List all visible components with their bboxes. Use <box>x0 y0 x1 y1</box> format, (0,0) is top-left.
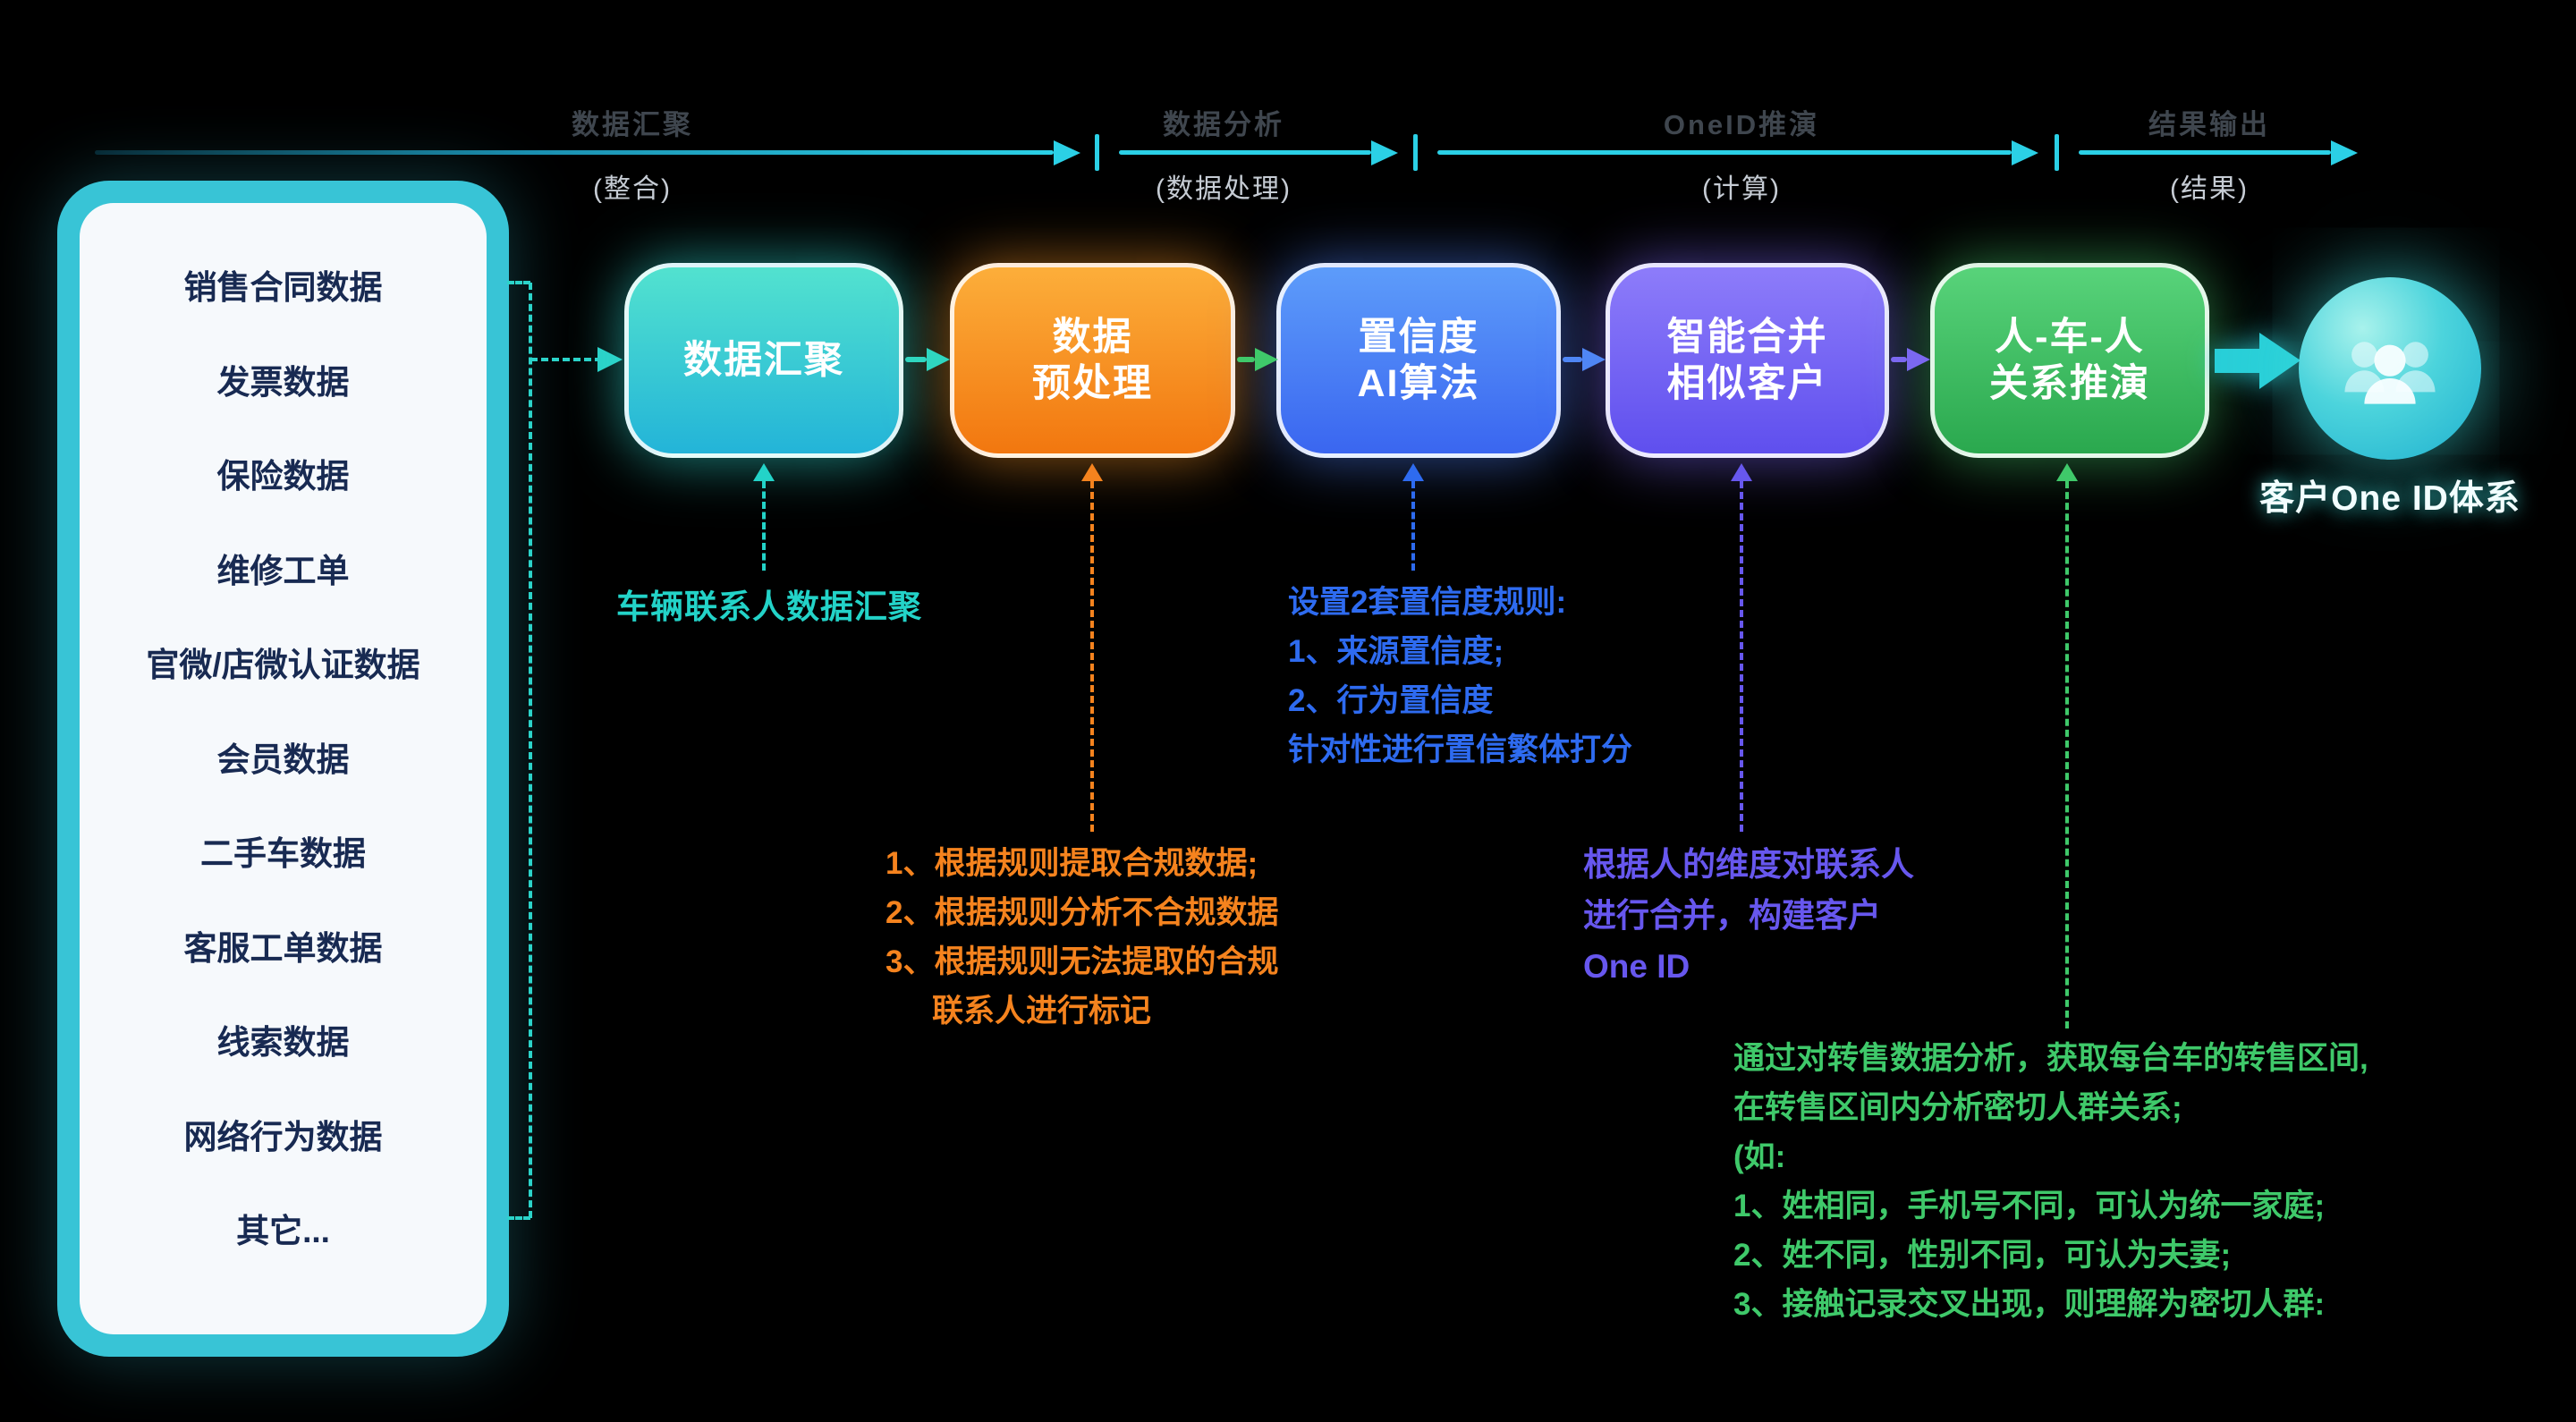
note-merge: 根据人的维度对联系人 进行合并，构建客户 One ID <box>1583 839 1914 992</box>
note-line: 1、姓相同，手机号不同，可认为统一家庭; <box>1733 1189 2326 1223</box>
phase-divider-2 <box>1413 134 1418 171</box>
source-item-repair-order: 维修工单 <box>216 552 350 589</box>
note-line: 2、行为置信度 <box>1288 683 1494 718</box>
note-line: One ID <box>1583 948 1690 985</box>
note-line: 针对性进行置信繁体打分 <box>1288 732 1633 767</box>
note-line: 根据人的维度对联系人 <box>1583 846 1914 883</box>
link-1-arrowhead-icon <box>927 348 950 371</box>
output-arrow-icon <box>2215 333 2301 389</box>
note-line: 进行合并，构建客户 <box>1583 897 1881 934</box>
connector-aggregate-arrowhead-icon <box>753 463 775 481</box>
source-item-service-ticket: 客服工单数据 <box>183 929 383 967</box>
phase-arrow-line-1 <box>95 150 1054 155</box>
note-preprocess: 1、根据规则提取合规数据; 2、根据规则分析不合规数据 3、根据规则无法提取的合… <box>886 839 1278 1036</box>
phase-arrowhead-1-icon <box>1054 140 1080 165</box>
connector-relation-arrowhead-icon <box>2056 463 2078 481</box>
phase-arrowhead-4-icon <box>2331 140 2358 165</box>
link-1-line <box>905 357 927 362</box>
bracket-bottom-stub <box>507 1216 530 1220</box>
link-2-arrowhead-icon <box>1255 348 1278 371</box>
note-line: 1、来源置信度; <box>1288 634 1504 669</box>
bracket-arrowhead-icon <box>597 347 623 372</box>
flow-node-merge-customers: 智能合并 相似客户 <box>1606 263 1889 458</box>
oneid-avatar <box>2299 277 2481 460</box>
note-line: 在转售区间内分析密切人群关系; <box>1733 1090 2182 1125</box>
phase-divider-1 <box>1095 134 1099 171</box>
phase-arrowhead-2-icon <box>1371 140 1398 165</box>
phase-arrow-line-3 <box>1437 150 2012 155</box>
source-item-web-behavior: 网络行为数据 <box>183 1118 383 1155</box>
phase-sublabel-analysis: (数据处理) <box>1156 174 1292 204</box>
link-3-line <box>1563 357 1582 362</box>
note-line: 3、根据规则无法提取的合规 <box>886 944 1279 979</box>
note-line: (如: <box>1733 1139 1786 1174</box>
flow-node-confidence-ai: 置信度 AI算法 <box>1276 263 1561 458</box>
source-data-list: 销售合同数据 发票数据 保险数据 维修工单 官微/店微认证数据 会员数据 二手车… <box>80 203 487 1334</box>
phase-arrowhead-3-icon <box>2012 140 2038 165</box>
source-item-sales-contract: 销售合同数据 <box>183 269 383 306</box>
link-2-line <box>1237 357 1255 362</box>
connector-preprocess-arrowhead-icon <box>1081 463 1103 481</box>
node-label-line2: 关系推演 <box>1989 362 2150 405</box>
note-line: 1、根据规则提取合规数据; <box>886 846 1258 881</box>
node-label-line1: 数据 <box>1052 315 1133 359</box>
source-item-leads: 线索数据 <box>216 1024 350 1061</box>
phase-label-aggregate: 数据汇聚 <box>572 109 693 140</box>
note-line: 2、姓不同，性别不同，可认为夫妻; <box>1733 1238 2232 1273</box>
phase-divider-3 <box>2055 134 2059 171</box>
phase-label-analysis: 数据分析 <box>1163 109 1284 140</box>
connector-relation-line <box>2065 481 2069 1028</box>
phase-arrow-line-4 <box>2079 150 2331 155</box>
link-4-arrowhead-icon <box>1907 348 1930 371</box>
source-data-panel: 销售合同数据 发票数据 保险数据 维修工单 官微/店微认证数据 会员数据 二手车… <box>57 181 509 1357</box>
flow-node-aggregate: 数据汇聚 <box>624 263 903 458</box>
bracket-arrow-line <box>530 358 602 361</box>
source-item-invoice: 发票数据 <box>216 363 350 401</box>
flow-node-preprocess: 数据 预处理 <box>950 263 1235 458</box>
node-label-line1: 置信度 <box>1358 315 1479 359</box>
note-relation: 通过对转售数据分析，获取每台车的转售区间, 在转售区间内分析密切人群关系; (如… <box>1733 1034 2368 1329</box>
bracket-vertical-line <box>529 283 532 1218</box>
link-4-line <box>1891 357 1907 362</box>
phase-sublabel-oneid: (计算) <box>1702 174 1781 204</box>
connector-preprocess-line <box>1090 481 1094 832</box>
phase-sublabel-aggregate: (整合) <box>593 174 672 204</box>
node-label-line1: 人-车-人 <box>1995 315 2145 359</box>
flow-node-relation-deduction: 人-车-人 关系推演 <box>1930 263 2209 458</box>
node-label-line1: 智能合并 <box>1666 315 1828 359</box>
oneid-label: 客户One ID体系 <box>2259 479 2521 518</box>
note-line: 车辆联系人数据汇聚 <box>616 588 922 625</box>
connector-aggregate-line <box>762 481 766 571</box>
connector-merge-line <box>1740 481 1743 832</box>
node-label-line2: 相似客户 <box>1666 362 1828 405</box>
note-line: 设置2套置信度规则: <box>1288 585 1567 620</box>
phase-arrow-line-2 <box>1119 150 1371 155</box>
phase-sublabel-output: (结果) <box>2170 174 2249 204</box>
note-line: 通过对转售数据分析，获取每台车的转售区间, <box>1733 1041 2368 1076</box>
source-item-wechat-auth: 官微/店微认证数据 <box>146 647 420 683</box>
phase-label-oneid: OneID推演 <box>1663 109 1820 140</box>
note-aggregate: 车辆联系人数据汇聚 <box>616 580 922 628</box>
node-label-line2: 预处理 <box>1032 362 1153 405</box>
source-item-insurance: 保险数据 <box>216 458 350 495</box>
connector-merge-arrowhead-icon <box>1731 463 1752 481</box>
phase-label-output: 结果输出 <box>2148 109 2270 140</box>
node-label-line2: AI算法 <box>1357 362 1480 405</box>
note-line: 3、接触记录交叉出现，则理解为密切人群: <box>1733 1287 2326 1322</box>
source-item-used-car: 二手车数据 <box>200 835 366 872</box>
source-item-other: 其它... <box>236 1213 330 1249</box>
note-line: 2、根据规则分析不合规数据 <box>886 895 1279 930</box>
node-label: 数据汇聚 <box>683 338 844 382</box>
link-3-arrowhead-icon <box>1582 348 1606 371</box>
note-line: 联系人进行标记 <box>932 994 1152 1028</box>
bracket-top-stub <box>507 281 530 284</box>
connector-confidence-line <box>1411 481 1415 571</box>
source-item-member: 会员数据 <box>216 741 350 778</box>
note-confidence: 设置2套置信度规则: 1、来源置信度; 2、行为置信度 针对性进行置信繁体打分 <box>1288 578 1632 774</box>
connector-confidence-arrowhead-icon <box>1402 463 1424 481</box>
people-icon <box>2344 342 2436 404</box>
